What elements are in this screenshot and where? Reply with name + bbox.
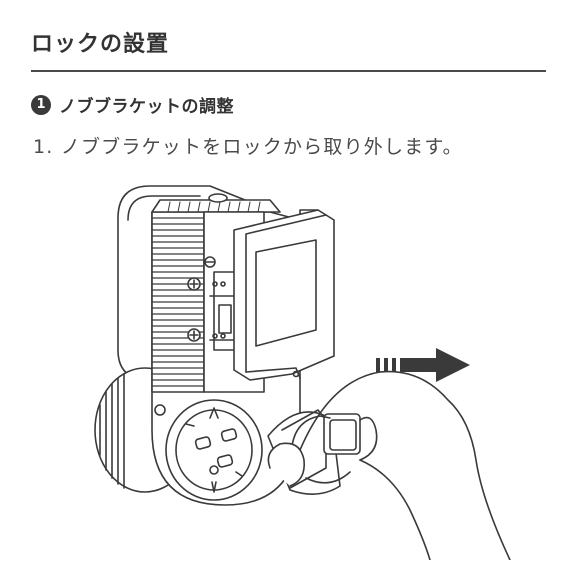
section-title: ノブブラケットの調整 <box>59 97 234 117</box>
section-heading: 1 ノブブラケットの調整 <box>31 92 234 117</box>
instruction-text: 1. ノブブラケットをロックから取り外します。 <box>33 136 463 158</box>
removal-direction-arrow <box>376 348 470 382</box>
title-divider <box>31 70 546 72</box>
mounting-screws <box>154 256 216 416</box>
thumb-turn-dial <box>165 399 263 501</box>
hand-outline <box>267 370 511 560</box>
lock-knob-bracket-illustration <box>94 185 511 560</box>
step-number-badge: 1 <box>31 94 51 115</box>
knob-bracket-part <box>233 209 335 381</box>
page-title: ロックの設置 <box>31 32 170 57</box>
